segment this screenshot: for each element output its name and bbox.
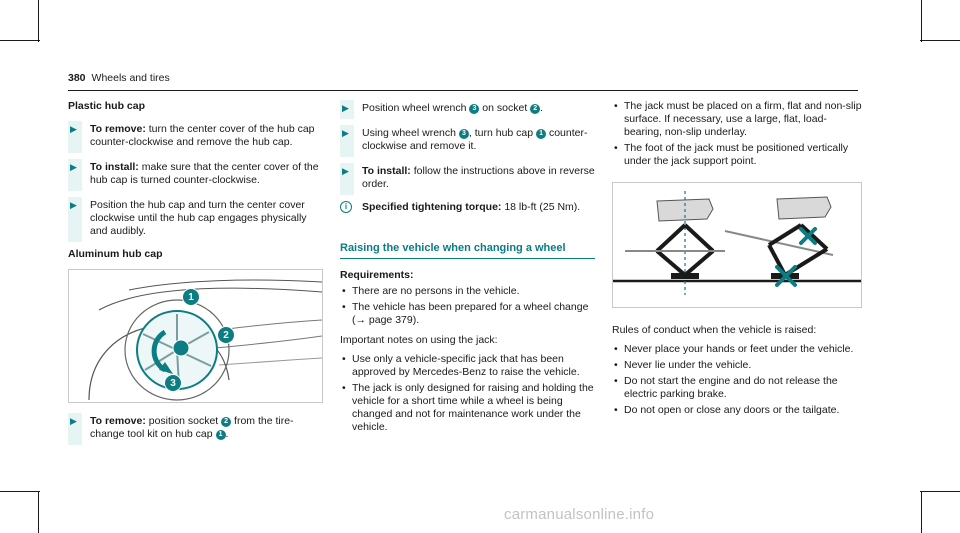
step-text: , turn hub cap <box>468 127 537 139</box>
step-label: To install: <box>362 165 411 177</box>
step-arrow-icon: ▶ <box>70 162 77 172</box>
step-arrow-icon: ▶ <box>70 416 77 426</box>
list-item: Use only a vehicle-specific jack that ha… <box>340 353 595 379</box>
page-number: 380 <box>68 72 86 84</box>
requirements-label: Requirements: <box>340 269 414 281</box>
step-arrow-icon: ▶ <box>70 200 77 210</box>
step-position-hub-cap: ▶ Position the hub cap and turn the cent… <box>68 197 323 242</box>
list-item: The jack is only designed for raising an… <box>340 382 595 434</box>
rules-list: Never place your hands or feet under the… <box>612 343 862 417</box>
step-label: To install: <box>90 161 139 173</box>
step-text: Using wheel wrench <box>362 127 459 139</box>
step-text: turn the center cover of the hub cap cou… <box>90 123 315 148</box>
step-text: follow the instructions above in reverse… <box>362 165 595 190</box>
step-text: from the tire-change tool kit on hub cap <box>90 415 294 440</box>
step-text: make sure that the center cover of the h… <box>90 161 319 186</box>
crop-mark <box>920 491 960 492</box>
callout-2: 2 <box>217 326 235 344</box>
list-item: Do not start the engine and do not relea… <box>612 375 862 401</box>
plastic-hub-cap-heading: Plastic hub cap <box>68 100 146 112</box>
torque-spec: i Specified tightening torque: 18 lb-ft … <box>340 201 595 214</box>
notes-list: Use only a vehicle-specific jack that ha… <box>340 353 595 434</box>
callout-number: 3 <box>458 129 469 139</box>
callout-3: 3 <box>164 374 182 392</box>
list-item: The vehicle has been prepared for a whee… <box>340 301 595 327</box>
callout-number: 2 <box>530 104 541 114</box>
hub-cap-figure: 1 2 3 <box>68 269 323 403</box>
step-text: Position wheel wrench <box>362 102 470 114</box>
crop-mark <box>38 491 39 533</box>
step-arrow-icon: ▶ <box>342 103 349 113</box>
jack-figure <box>612 182 862 308</box>
requirements-list: There are no persons in the vehicle. The… <box>340 285 595 327</box>
step-arrow-icon: ▶ <box>70 124 77 134</box>
step-text: on socket <box>479 102 531 114</box>
callout-number: 2 <box>221 417 232 427</box>
step-text: Position the hub cap and turn the center… <box>90 199 307 237</box>
crop-mark <box>0 40 40 41</box>
step-install-plastic: ▶ To install: make sure that the center … <box>68 159 323 191</box>
running-header: 380 Wheels and tires <box>68 72 170 84</box>
rules-intro: Rules of conduct when the vehicle is rai… <box>612 324 817 336</box>
callout-1: 1 <box>182 288 200 306</box>
step-text: . <box>225 428 229 440</box>
step-text: counter-clockwise and remove it. <box>362 127 588 152</box>
column-right: The jack must be placed on a firm, flat … <box>612 100 862 424</box>
wheel-illustration <box>88 279 322 401</box>
step-remove-plastic: ▶ To remove: turn the center cover of th… <box>68 121 323 153</box>
step-arrow-icon: ▶ <box>342 166 349 176</box>
aluminum-hub-cap-heading: Aluminum hub cap <box>68 248 163 260</box>
list-item: Do not open or close any doors or the ta… <box>612 404 862 417</box>
spec-value: 18 lb-ft (25 Nm). <box>501 201 581 213</box>
crop-mark <box>38 0 39 42</box>
callout-number: 1 <box>215 430 226 440</box>
step-remove-aluminum: ▶ To remove: position socket 2 from the … <box>68 413 323 445</box>
step-position-wrench: ▶ Position wheel wrench 3 on socket 2. <box>340 100 595 119</box>
column-middle: ▶ Position wheel wrench 3 on socket 2. ▶… <box>340 100 595 441</box>
list-item: Never place your hands or feet under the… <box>612 343 862 356</box>
step-arrow-icon: ▶ <box>342 128 349 138</box>
crop-mark <box>921 0 922 42</box>
crop-mark <box>921 491 922 533</box>
step-turn-hub-cap: ▶ Using wheel wrench 3, turn hub cap 1 c… <box>340 125 595 157</box>
list-item: The jack must be placed on a firm, flat … <box>612 100 862 139</box>
step-text: . <box>540 102 544 114</box>
info-icon: i <box>340 201 352 213</box>
list-item: Never lie under the vehicle. <box>612 359 862 372</box>
callout-number: 3 <box>469 104 480 114</box>
step-label: To remove: <box>90 123 146 135</box>
step-install-aluminum: ▶ To install: follow the instructions ab… <box>340 163 595 195</box>
callout-number: 1 <box>536 129 547 139</box>
crop-mark <box>0 491 40 492</box>
notes-intro: Important notes on using the jack: <box>340 334 498 346</box>
spec-label: Specified tightening torque: <box>362 201 502 213</box>
section-title: Raising the vehicle when changing a whee… <box>340 242 595 259</box>
jack-illustration <box>613 191 861 295</box>
step-text: position socket <box>145 415 222 427</box>
jack-placement-list: The jack must be placed on a firm, flat … <box>612 100 862 168</box>
section-name: Wheels and tires <box>91 72 170 84</box>
step-label: To remove: <box>90 415 146 427</box>
watermark: carmanualsonline.info <box>504 506 655 523</box>
crop-mark <box>920 40 960 41</box>
list-item: There are no persons in the vehicle. <box>340 285 595 298</box>
column-left: Plastic hub cap ▶ To remove: turn the ce… <box>68 100 323 451</box>
header-rule <box>68 90 858 91</box>
list-item: The foot of the jack must be positioned … <box>612 142 862 168</box>
